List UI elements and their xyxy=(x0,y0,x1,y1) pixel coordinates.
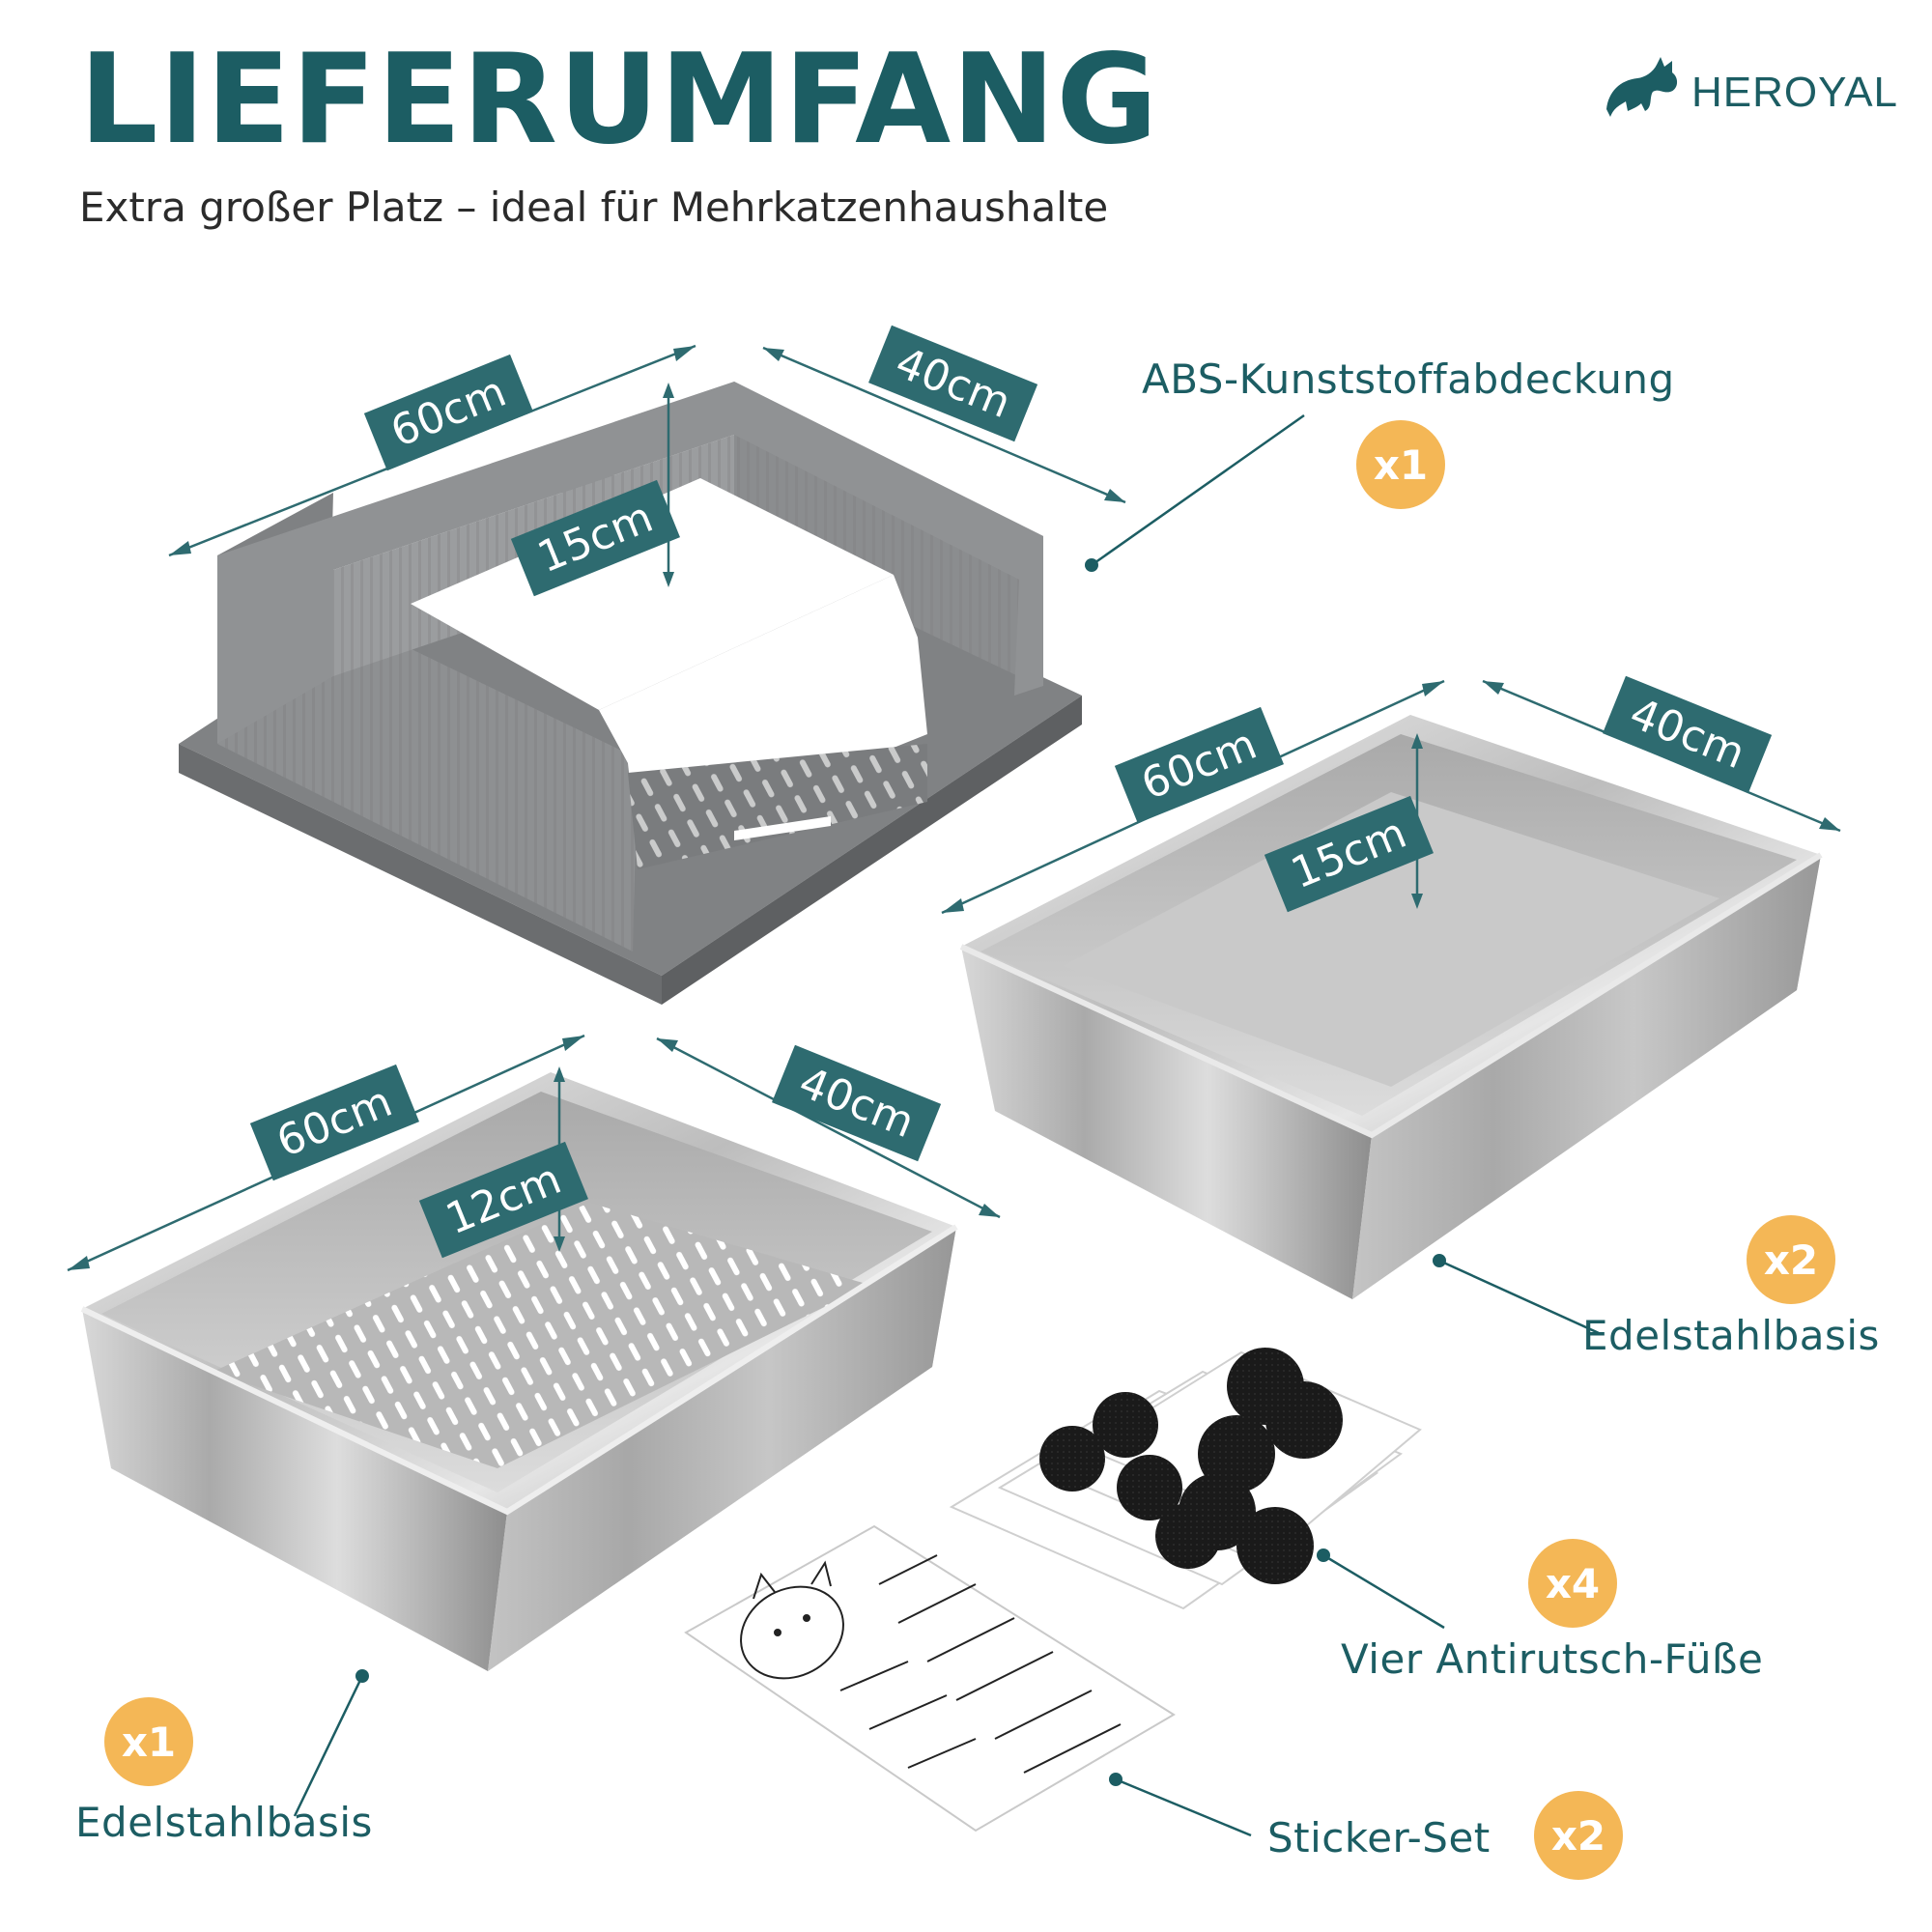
sieve-steel-base-illustration xyxy=(80,1072,958,1671)
dimension-arrowheads xyxy=(68,346,1840,1270)
solid-base-callout-label: Edelstahlbasis xyxy=(1582,1312,1880,1359)
feet-callout-label: Vier Antirutsch-Füße xyxy=(1341,1635,1764,1683)
callout-anchor-dots xyxy=(355,558,1446,1786)
page-subtitle: Extra großer Platz – ideal für Mehrkatze… xyxy=(79,184,1109,231)
brand-logo: HEROYAL xyxy=(1599,53,1897,121)
stickers-qty-badge: x2 xyxy=(1534,1791,1623,1880)
brand-name: HEROYAL xyxy=(1691,69,1899,116)
sticker-sheet-illustration xyxy=(684,1524,1176,1833)
sieve-base-qty-badge: x1 xyxy=(104,1697,193,1786)
cover-qty-badge: x1 xyxy=(1356,420,1445,509)
cover-callout-label: ABS-Kunststoffabdeckung xyxy=(1142,355,1675,403)
sieve-base-callout-label: Edelstahlbasis xyxy=(75,1799,373,1846)
callout-leader-lines xyxy=(293,413,1600,1837)
stickers-callout-label: Sticker-Set xyxy=(1267,1814,1491,1861)
anti-slip-feet-illustration xyxy=(949,1348,1422,1610)
feet-qty-badge: x4 xyxy=(1528,1539,1617,1628)
solid-steel-base-illustration xyxy=(959,715,1823,1299)
cat-logo-icon xyxy=(1606,57,1678,117)
solid-base-qty-badge: x2 xyxy=(1747,1215,1835,1304)
page-title: LIEFERUMFANG xyxy=(79,28,1159,172)
